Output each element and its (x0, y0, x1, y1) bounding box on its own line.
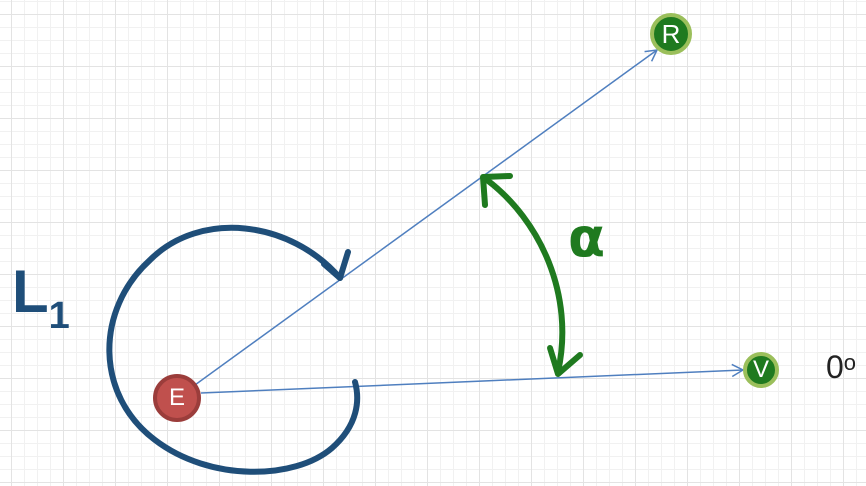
loop-l1-label: L1 (12, 262, 70, 337)
ray-e-to-r (176, 49, 659, 399)
loop-l1-curve (106, 224, 361, 475)
node-e: E (153, 374, 201, 422)
alpha-arc-arrowhead-bottom (547, 345, 583, 377)
loop-l1-subscript: 1 (48, 295, 70, 337)
alpha-arc (484, 177, 566, 375)
node-r: R (650, 13, 692, 55)
zero-degree-sup: o (843, 350, 857, 375)
zero-degree-value: 0 (826, 349, 844, 385)
loop-l1-arrowhead (321, 249, 351, 281)
node-e-label: E (168, 384, 185, 411)
loop-l1-main: L (12, 258, 49, 325)
node-r-label: R (661, 18, 681, 49)
alpha-label: α (568, 206, 606, 269)
alpha-arc-arrowhead-top (480, 173, 513, 208)
zero-degree-label: 0o (826, 351, 856, 383)
node-v: V (743, 352, 779, 388)
ray-e-to-v (200, 363, 745, 394)
node-v-label: V (752, 356, 769, 383)
